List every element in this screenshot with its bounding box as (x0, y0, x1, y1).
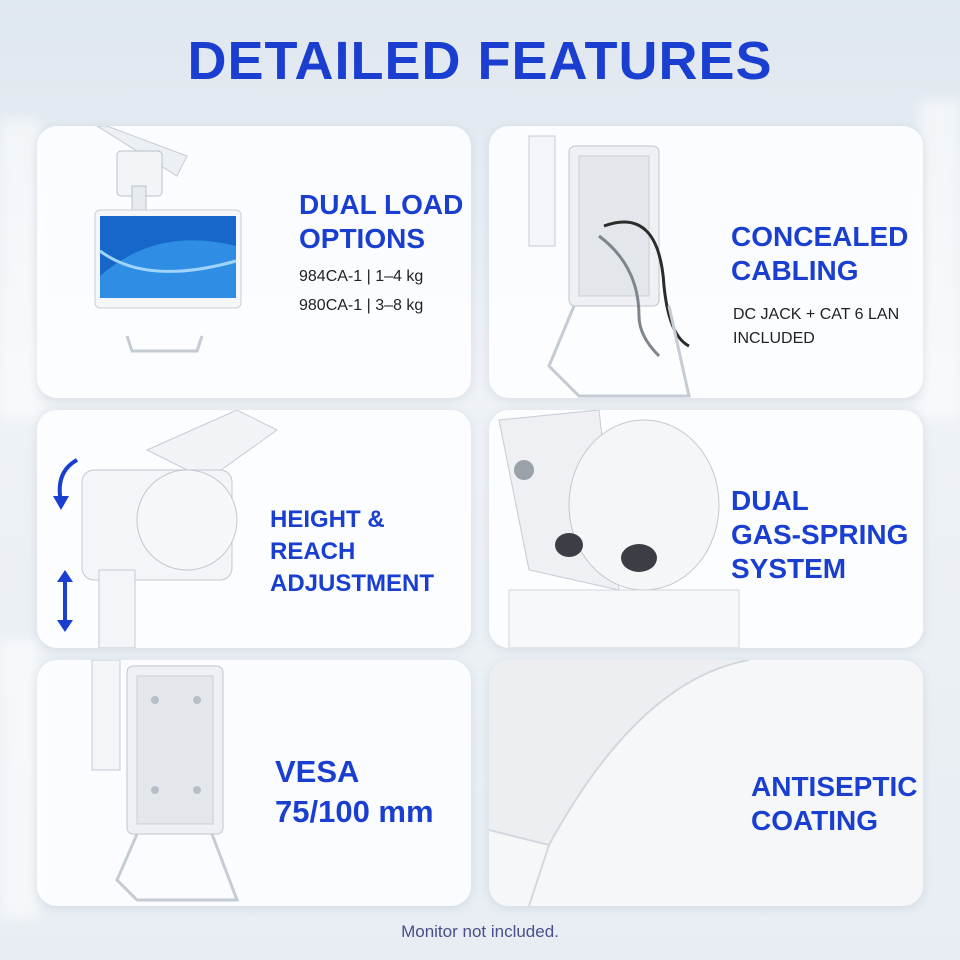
feature-detail: 980CA-1 | 3–8 kg (299, 297, 424, 314)
rotate-arrow-icon (57, 458, 79, 503)
monitor-arm-icon (94, 126, 242, 353)
feature-card-height-reach: HEIGHT & REACH ADJUSTMENT (37, 410, 471, 648)
vesa-plate-icon (91, 660, 240, 902)
feature-card-antiseptic: ANTISEPTIC COATING (489, 660, 923, 906)
feature-card-dual-load: DUAL LOAD OPTIONS 984CA-1 | 1–4 kg 980CA… (37, 126, 471, 398)
feature-card-concealed-cabling: CONCEALED CABLING DC JACK + CAT 6 LAN IN… (489, 126, 923, 398)
footer-note: Monitor not included. (401, 922, 559, 941)
coating-surface-icon (489, 660, 923, 906)
feature-heading: ANTISEPTIC COATING (751, 771, 918, 836)
feature-detail: INCLUDED (733, 330, 815, 347)
arm-joint-icon (53, 410, 278, 648)
feature-heading: VESA 75/100 mm (275, 754, 434, 829)
feature-heading: HEIGHT & REACH ADJUSTMENT (270, 506, 435, 597)
feature-detail: 984CA-1 | 1–4 kg (299, 268, 424, 285)
cable-mount-icon (528, 135, 691, 398)
feature-heading: DUAL LOAD OPTIONS (299, 189, 464, 254)
gas-spring-icon (498, 410, 740, 648)
page-title: DETAILED FEATURES (187, 31, 773, 91)
feature-card-gas-spring: DUAL GAS-SPRING SYSTEM (489, 410, 923, 648)
feature-card-vesa: VESA 75/100 mm (37, 660, 471, 906)
feature-heading: DUAL GAS-SPRING SYSTEM (731, 485, 909, 584)
feature-heading: CONCEALED CABLING (731, 221, 909, 286)
feature-detail: DC JACK + CAT 6 LAN (733, 306, 900, 323)
